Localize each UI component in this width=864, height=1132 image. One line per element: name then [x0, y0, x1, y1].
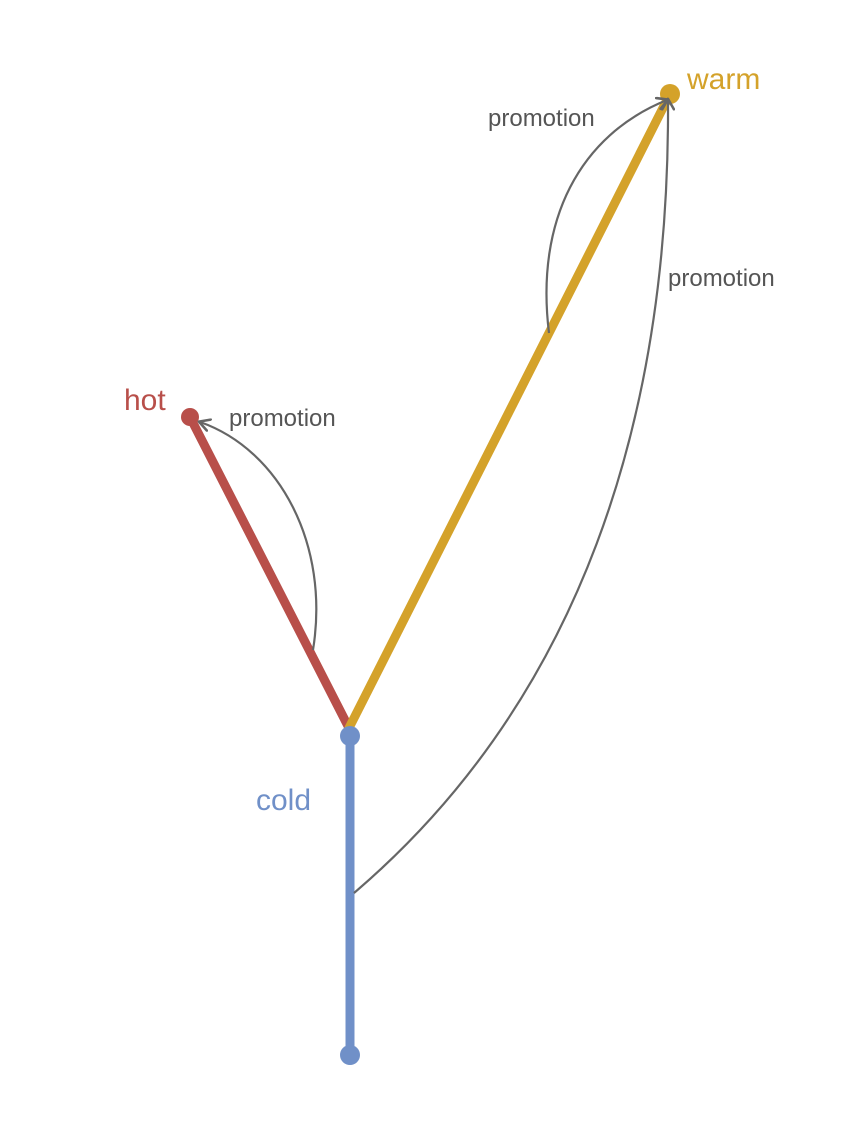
promotion-arrow-cold-to-hot — [200, 422, 318, 651]
cold-top-node — [340, 726, 360, 746]
hot-branch-line — [185, 412, 354, 733]
promotion-arrow-cold-to-warm — [353, 100, 668, 894]
promotion-arrow-warm-branch-to-warm — [545, 100, 667, 334]
cold-label: cold — [256, 784, 311, 817]
promotion-label-warm-top: promotion — [488, 105, 595, 132]
warm-branch-line — [344, 89, 675, 733]
hot-label: hot — [124, 384, 166, 417]
warm-label: warm — [686, 63, 760, 96]
cold-bottom-node — [340, 1045, 360, 1065]
promotion-label-warm-long: promotion — [668, 265, 775, 292]
promotion-label-hot: promotion — [229, 405, 336, 432]
hot-node — [181, 408, 199, 426]
